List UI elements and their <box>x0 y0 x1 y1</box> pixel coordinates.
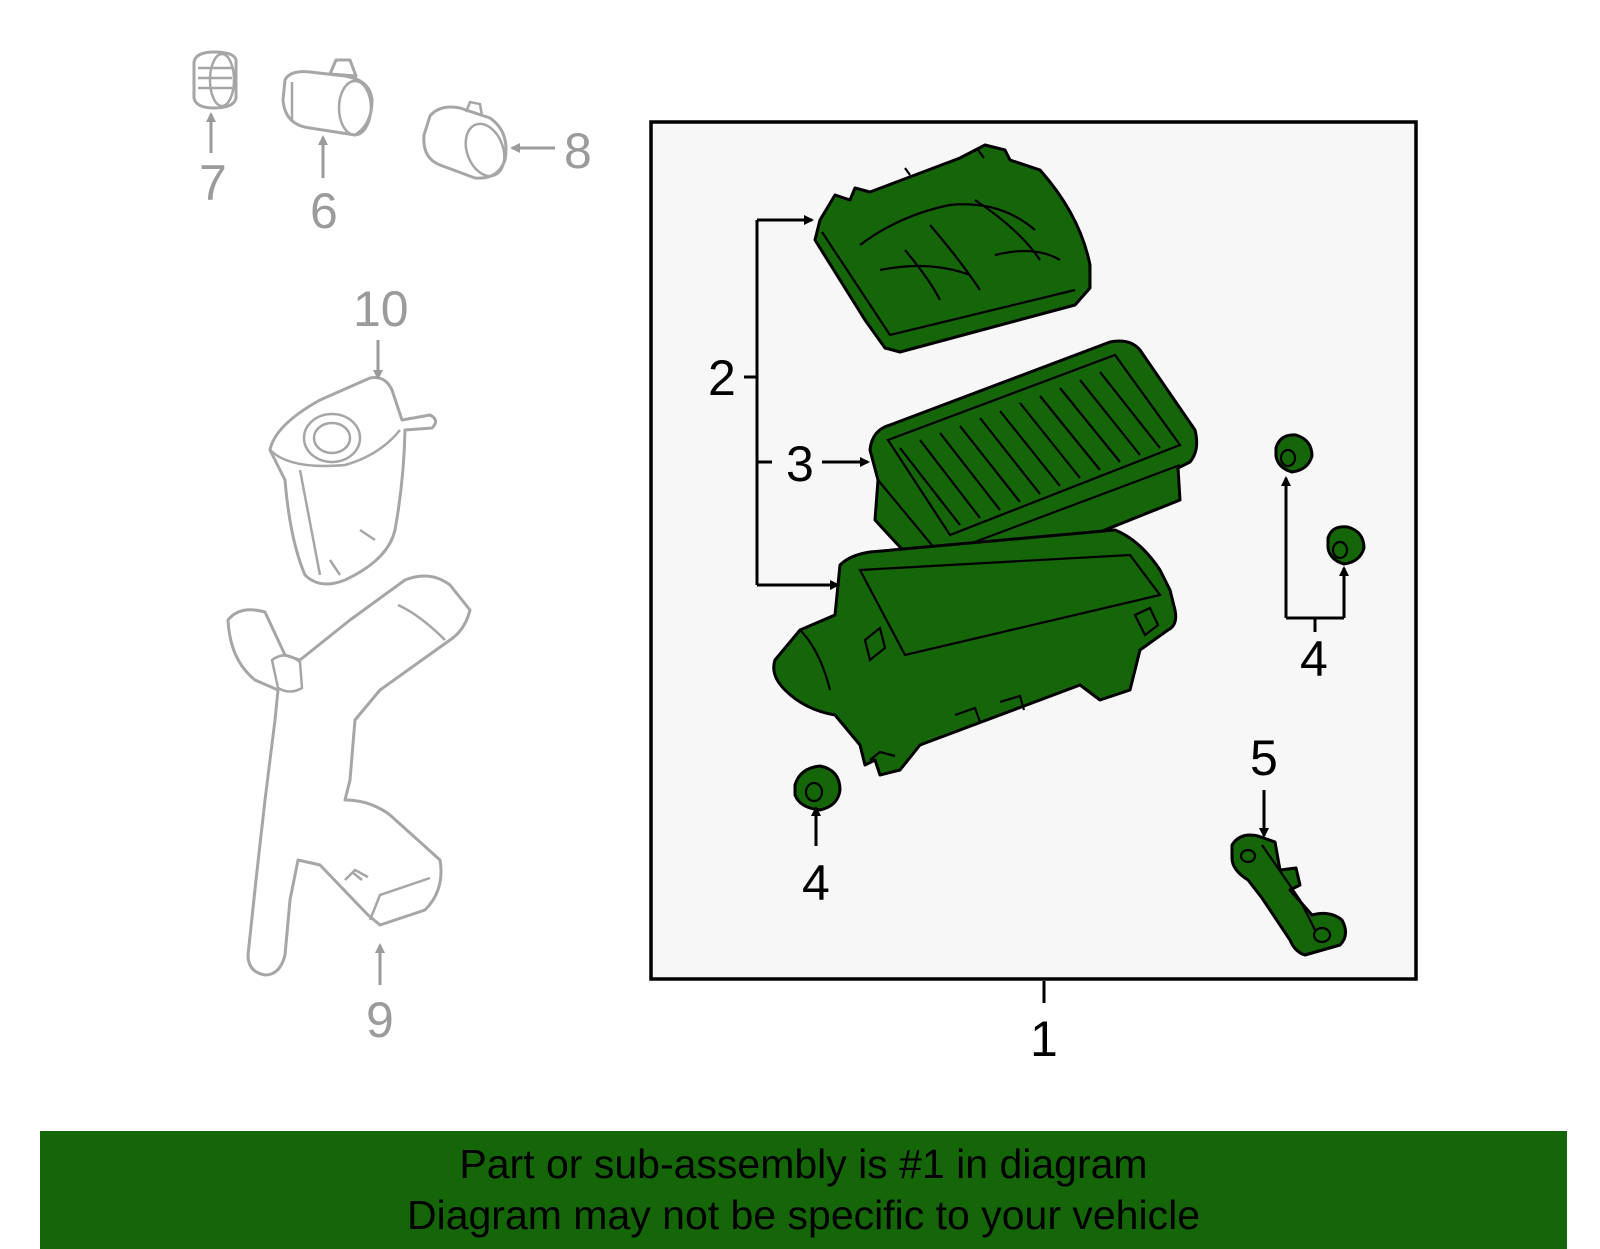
part-2-cover[interactable] <box>813 143 1092 354</box>
leader-4-right <box>1281 476 1349 632</box>
callout-5: 5 <box>1250 730 1278 786</box>
part-9-intake-duct <box>226 574 472 977</box>
callout-7: 7 <box>199 155 227 211</box>
part-4-grommet-lower[interactable] <box>793 764 842 812</box>
callout-8: 8 <box>564 123 592 179</box>
part-3-filter[interactable] <box>868 339 1199 592</box>
disclaimer-banner: Part or sub-assembly is #1 in diagram Di… <box>40 1131 1567 1249</box>
part-8-hose <box>422 100 508 180</box>
part-4-grommet-upper[interactable] <box>1274 433 1314 474</box>
part-6-mass-airflow-sensor <box>281 58 374 137</box>
callout-9: 9 <box>366 992 394 1048</box>
callout-1: 1 <box>1030 1011 1058 1067</box>
leader-2-bracket <box>744 215 840 590</box>
banner-line-1: Part or sub-assembly is #1 in diagram <box>459 1141 1148 1187</box>
callout-6: 6 <box>310 183 338 239</box>
part-5-bracket[interactable] <box>1230 833 1347 957</box>
callout-3: 3 <box>786 436 814 492</box>
part-10-resonator <box>268 376 437 586</box>
callout-2: 2 <box>708 350 736 406</box>
banner-line-2: Diagram may not be specific to your vehi… <box>406 1192 1200 1238</box>
part-4-grommet-right[interactable] <box>1326 525 1366 566</box>
part-2-lower-housing[interactable] <box>772 528 1178 777</box>
callout-4-lower: 4 <box>802 855 830 911</box>
part-7-coupler <box>192 50 238 110</box>
callout-4-right: 4 <box>1300 631 1328 687</box>
callout-10: 10 <box>353 281 409 337</box>
